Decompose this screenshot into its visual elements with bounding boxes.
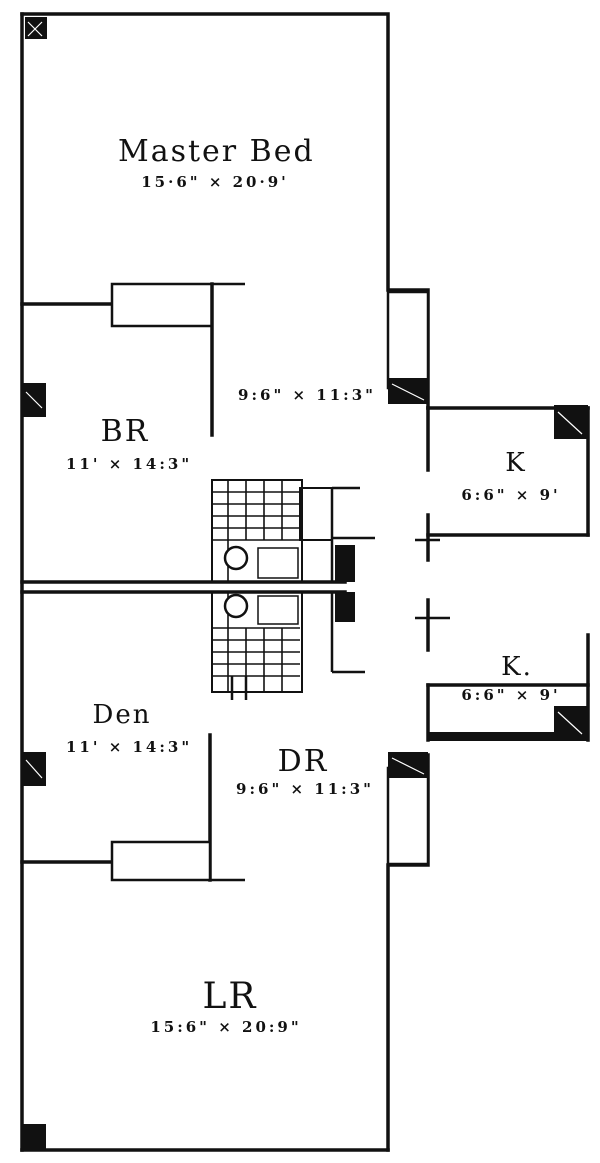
room-label-master-bed: Master Bed [118, 134, 315, 169]
room-dims-lr: 15:6" × 20:9" [150, 1018, 302, 1036]
room-label-lr: LR [202, 976, 258, 1017]
stairs-upper [211, 479, 375, 583]
room-label-kitchen-bottom: K. [501, 652, 533, 682]
room-label-br: BR [100, 414, 150, 449]
room-dims-br: 11' × 14:3" [66, 455, 193, 473]
room-dims-kitchen-top: 6:6" × 9' [461, 486, 561, 504]
room-dims-den: 11' × 14:3" [66, 738, 193, 756]
room-label-kitchen-top: K [505, 448, 527, 478]
room-dims-kitchen-bottom: 6:6" × 9' [461, 686, 561, 704]
room-label-den: Den [92, 700, 152, 730]
structural-columns [22, 17, 588, 1150]
room-label-dr: DR [277, 744, 329, 779]
room-dims-hall: 9:6" × 11:3" [238, 386, 376, 404]
room-dims-master-bed: 15·6" × 20·9' [141, 173, 289, 191]
stairs-lower [211, 591, 365, 700]
room-dims-dr: 9:6" × 11:3" [236, 780, 374, 798]
